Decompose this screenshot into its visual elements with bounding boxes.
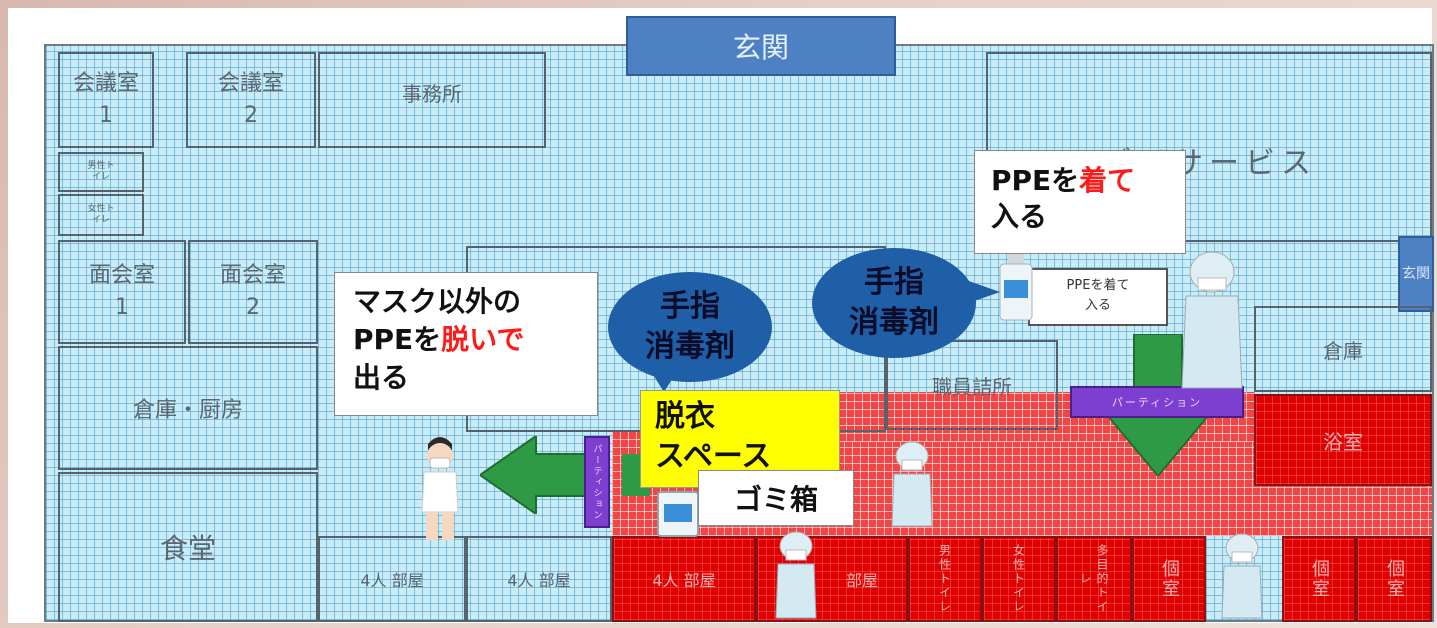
- storage-kitchen: 倉庫・厨房: [58, 346, 318, 470]
- storage-room: 倉庫: [1254, 306, 1432, 392]
- meeting-room-1: 会議室 1: [58, 52, 154, 148]
- side-entrance: 玄関: [1398, 236, 1434, 312]
- ppe-sign-small: PPEを着て 入る: [1028, 268, 1168, 326]
- main-entrance: 玄関: [626, 16, 896, 76]
- visiting-room-1: 面会室 1: [58, 240, 186, 344]
- person-ppe-icon-3: [1221, 533, 1263, 619]
- person-exit-icon: [421, 437, 459, 540]
- arrow-exit-left: [480, 436, 600, 514]
- toilet-male: 男性ト イレ: [58, 152, 144, 192]
- four-person-room-a: 4人 部屋: [318, 536, 466, 622]
- partition-vertical: パーティション: [584, 436, 610, 528]
- enter-highlight: 着て: [1079, 164, 1136, 197]
- office-room: 事務所: [318, 52, 546, 148]
- partition-horizontal: パーティション: [1070, 386, 1244, 418]
- person-ppe-icon-1: [891, 441, 933, 527]
- bubble-2-tail: [966, 280, 1000, 304]
- ppe-enter-callout: PPEを着て 入る: [974, 150, 1186, 254]
- sanitizer-bubble-2: 手指 消毒剤: [812, 248, 976, 358]
- exit-line3: 出る: [353, 361, 410, 394]
- four-person-room-red: 4人 部屋: [612, 536, 756, 622]
- sanitizer-bottle-icon: [999, 254, 1033, 321]
- enter-prefix: PPEを: [991, 164, 1080, 197]
- sanitizer-bubble-1: 手指 消毒剤: [608, 272, 772, 382]
- visiting-room-2: 面会室 2: [188, 240, 318, 344]
- ppe-exit-callout: マスク以外の PPEを脱いで 出る: [334, 272, 598, 416]
- trash-bin-icon: [657, 491, 699, 537]
- room-red: 部屋: [756, 536, 908, 622]
- bathroom: 浴室: [1254, 394, 1432, 486]
- private-room-3: 個室: [1356, 536, 1432, 622]
- person-ppe-icon-2: [775, 531, 817, 619]
- toilet-red-multipurpose: 多目的トイレ: [1056, 536, 1132, 622]
- private-room-1: 個室: [1132, 536, 1206, 622]
- exit-highlight: 脱いで: [441, 323, 525, 356]
- four-person-room-b: 4人 部屋: [466, 536, 612, 622]
- private-room-2: 個室: [1282, 536, 1356, 622]
- toilet-red-male: 男性トイレ: [908, 536, 982, 622]
- dining-hall: 食堂: [58, 472, 318, 622]
- trash-label: ゴミ箱: [698, 470, 854, 526]
- bubble-1-tail: [650, 370, 678, 392]
- person-ppe-icon-4: [1181, 251, 1243, 389]
- meeting-room-2: 会議室 2: [186, 52, 316, 148]
- staff-station: 職員詰所: [886, 340, 1058, 430]
- toilet-red-female: 女性トイレ: [982, 536, 1056, 622]
- exit-line1: マスク以外の: [353, 285, 522, 318]
- toilet-female: 女性ト イレ: [58, 194, 144, 236]
- exit-prefix: PPEを: [353, 323, 442, 356]
- enter-line2: 入る: [991, 200, 1048, 233]
